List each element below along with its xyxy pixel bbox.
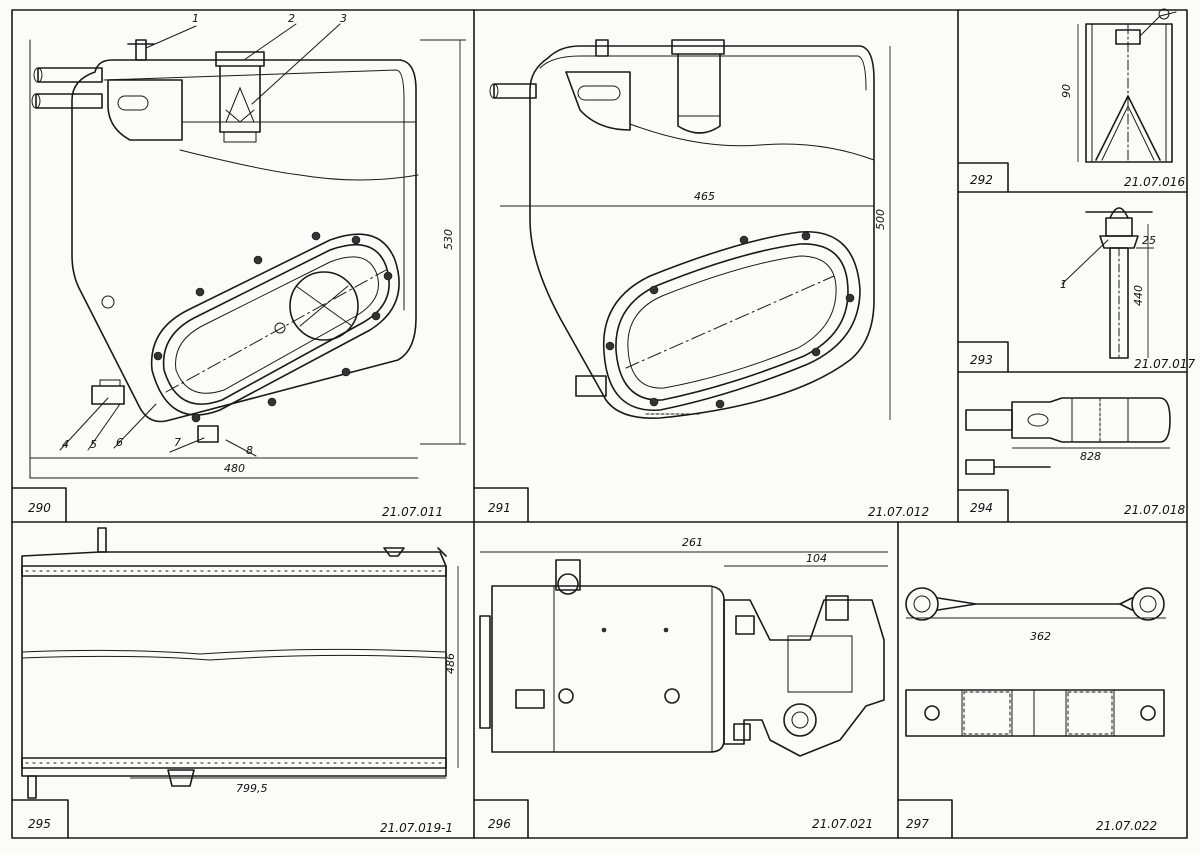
- panel-292-number: 292: [970, 173, 993, 187]
- panel-293-code: 21.07.017: [1134, 357, 1195, 371]
- panel-290-code: 21.07.011: [382, 505, 443, 519]
- panel-290-number: 290: [28, 501, 51, 515]
- drawing-294: 828 294 21.07.018: [965, 397, 1185, 517]
- panel-295-code: 21.07.019-1: [380, 821, 453, 835]
- dim-291-width: 465: [694, 190, 715, 203]
- panel-291-code: 21.07.012: [868, 505, 929, 519]
- callout-293-1: 1: [1060, 278, 1067, 291]
- dim-294-length: 828: [1080, 450, 1101, 463]
- panel-294-code: 21.07.018: [1124, 503, 1185, 517]
- drawing-297: 362 297 21.07.022: [905, 587, 1166, 833]
- dim-293-length: 440: [1132, 285, 1145, 306]
- callout-290-3: 3: [340, 12, 347, 25]
- callout-290-6: 6: [116, 436, 123, 449]
- panel-295-number: 295: [28, 817, 51, 831]
- panel-291-number: 291: [488, 501, 511, 515]
- dim-290-height: 530: [442, 229, 455, 250]
- drawing-291: 465 500 291 21.07.012: [488, 39, 929, 519]
- callout-290-2: 2: [288, 12, 295, 25]
- drawing-295: 486 799,5 295 21.07.019-1: [21, 527, 459, 835]
- dim-297-length: 362: [1030, 630, 1051, 643]
- drawing-290: 530 480 1 2 3 4 5 6 7 8 290 21.07.011: [28, 12, 466, 519]
- dim-292-height: 90: [1060, 84, 1073, 98]
- panel-292-code: 21.07.016: [1124, 175, 1185, 189]
- dim-293-top: 25: [1142, 234, 1156, 247]
- dim-290-width: 480: [224, 462, 245, 475]
- panel-296-code: 21.07.021: [812, 817, 873, 831]
- dim-291-height: 500: [874, 209, 887, 230]
- dim-296-overall: 261: [682, 536, 703, 549]
- callout-290-1: 1: [192, 12, 199, 25]
- panel-297-number: 297: [906, 817, 929, 831]
- dim-295-width: 799,5: [236, 782, 268, 795]
- panel-frames: [11, 9, 1188, 839]
- callout-290-7: 7: [174, 436, 181, 449]
- callout-290-5: 5: [90, 438, 97, 451]
- drawing-292: 90 292 21.07.016: [970, 8, 1185, 189]
- drawing-296: 261 104 296 21.07.021: [479, 536, 888, 831]
- panel-293-number: 293: [970, 353, 993, 367]
- callout-290-8: 8: [246, 444, 253, 457]
- panel-297-code: 21.07.022: [1096, 819, 1157, 833]
- callout-290-4: 4: [62, 438, 69, 451]
- drawing-293: 25 440 1 293 21.07.017: [970, 207, 1195, 371]
- dim-296-part: 104: [806, 552, 827, 565]
- panel-296-number: 296: [488, 817, 511, 831]
- dim-295-height: 486: [444, 653, 457, 674]
- panel-294-number: 294: [970, 501, 993, 515]
